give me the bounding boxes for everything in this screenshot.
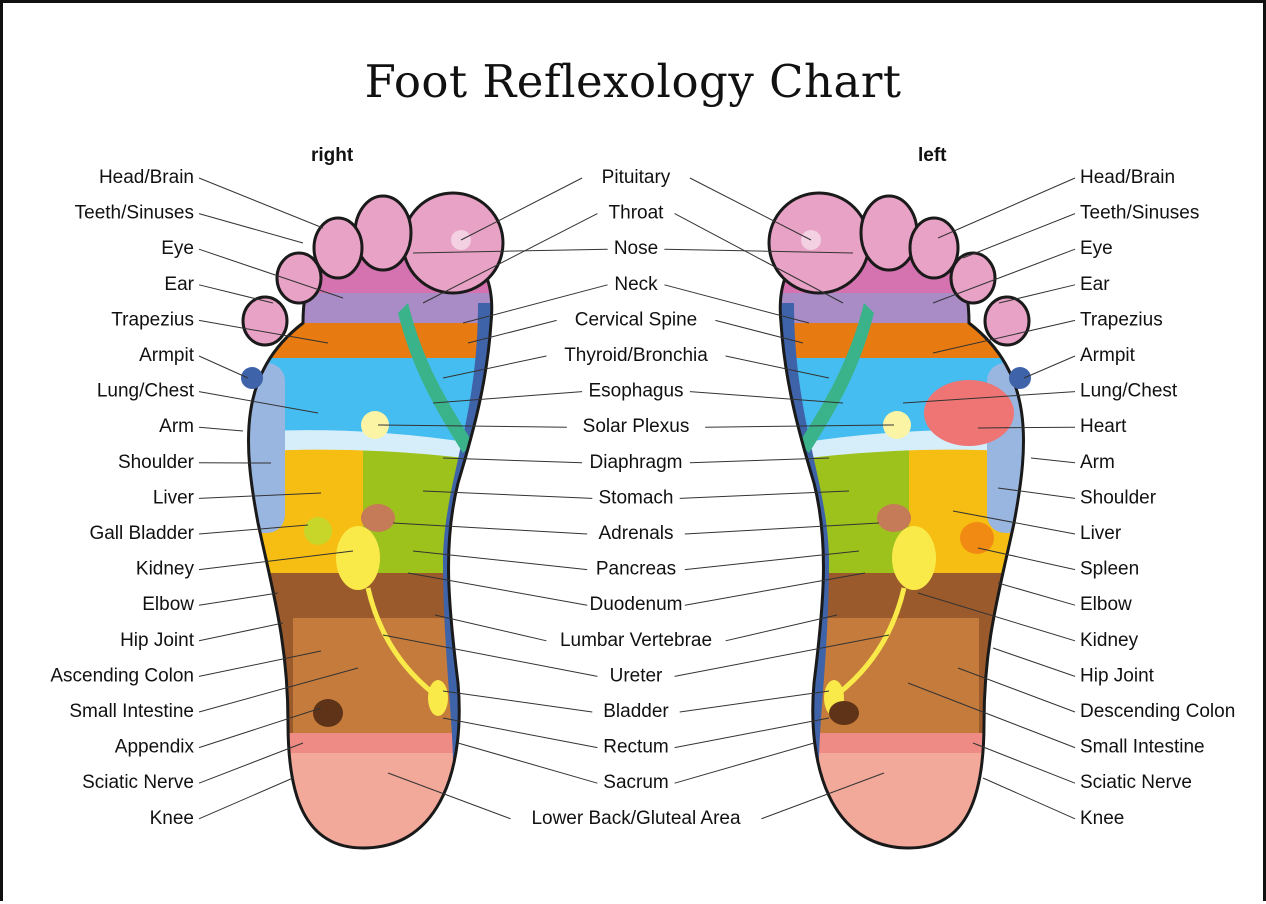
right-foot-label: Appendix (115, 737, 195, 758)
center-label: Neck (614, 274, 658, 295)
left-foot-leader (1031, 458, 1075, 463)
center-label: Solar Plexus (583, 416, 690, 437)
right-foot-label: Elbow (142, 594, 194, 615)
left-foot-leader (1024, 356, 1075, 378)
center-leader-right-foot (443, 718, 597, 748)
left-foot-label: Elbow (1080, 594, 1132, 615)
center-label: Pancreas (596, 559, 676, 580)
right-foot-label: Arm (159, 416, 194, 437)
right-foot-leader (199, 214, 303, 243)
center-label: Pituitary (602, 167, 671, 188)
right-foot-leader (199, 356, 248, 378)
left-foot-leader (963, 214, 1075, 258)
left-foot-label: Armpit (1080, 345, 1136, 366)
right-foot-label: Ear (164, 274, 194, 295)
center-leader-left-foot (675, 743, 814, 783)
left-foot-leader (999, 285, 1075, 303)
right-foot-leader (199, 623, 283, 641)
right-foot-leader (199, 178, 323, 228)
center-label: Lower Back/Gluteal Area (531, 808, 741, 829)
center-label: Throat (609, 203, 665, 224)
left-foot-label: Small Intestine (1080, 737, 1205, 758)
right-foot-leader (199, 743, 303, 783)
right-foot-leader (199, 593, 278, 605)
left-foot-label: Spleen (1080, 559, 1139, 580)
left-foot-leader (983, 778, 1075, 819)
left-foot-label: Knee (1080, 808, 1124, 829)
right-foot-label: Knee (150, 808, 194, 829)
right-foot-label: Eye (161, 238, 194, 259)
right-foot-label: Lung/Chest (97, 381, 195, 402)
center-label: Thyroid/Bronchia (564, 345, 708, 366)
right-foot-label: Head/Brain (99, 167, 194, 188)
left-foot-label: Ear (1080, 274, 1110, 295)
center-label: Nose (614, 238, 658, 259)
right-foot-label: Sciatic Nerve (82, 772, 194, 793)
center-leader-left-foot (675, 718, 829, 748)
left-foot (759, 193, 1039, 863)
left-foot-leader (993, 648, 1075, 676)
center-leader-right-foot (443, 691, 592, 712)
left-foot-label: Kidney (1080, 630, 1139, 651)
left-foot-label: Trapezius (1080, 309, 1163, 330)
center-label: Adrenals (599, 523, 674, 544)
label-layer: Head/BrainTeeth/SinusesEyeEarTrapeziusAr… (50, 167, 1235, 829)
left-foot-label: Descending Colon (1080, 701, 1235, 722)
center-label: Ureter (610, 665, 663, 686)
reflexology-diagram: Head/BrainTeeth/SinusesEyeEarTrapeziusAr… (3, 3, 1266, 904)
center-label: Stomach (599, 487, 674, 508)
right-foot-leader (199, 427, 243, 431)
center-leader-left-foot (680, 691, 829, 712)
center-label: Cervical Spine (575, 309, 698, 330)
right-foot-label: Shoulder (118, 452, 195, 473)
right-foot-label: Teeth/Sinuses (75, 203, 194, 224)
left-foot-label: Heart (1080, 416, 1127, 437)
left-foot-label: Lung/Chest (1080, 381, 1178, 402)
center-label: Rectum (603, 737, 668, 758)
right-foot-label: Small Intestine (69, 701, 194, 722)
left-foot-label: Head/Brain (1080, 167, 1175, 188)
center-label: Esophagus (588, 381, 683, 402)
left-foot-label: Shoulder (1080, 487, 1157, 508)
left-foot-label: Liver (1080, 523, 1122, 544)
right-foot-label: Hip Joint (120, 630, 195, 651)
center-label: Diaphragm (590, 452, 683, 473)
left-foot-label: Eye (1080, 238, 1113, 259)
center-label: Lumbar Vertebrae (560, 630, 712, 651)
left-foot-label: Hip Joint (1080, 665, 1155, 686)
right-foot-leader (199, 285, 273, 303)
left-foot-leader (938, 178, 1075, 238)
center-leader-right-foot (458, 743, 597, 783)
left-foot-label: Teeth/Sinuses (1080, 203, 1199, 224)
right-foot-label: Liver (153, 487, 195, 508)
center-label: Duodenum (590, 594, 683, 615)
right-foot-label: Trapezius (111, 309, 194, 330)
right-foot-label: Gall Bladder (89, 523, 194, 544)
right-foot-label: Ascending Colon (50, 665, 194, 686)
right-foot-label: Armpit (139, 345, 195, 366)
left-foot-label: Arm (1080, 452, 1115, 473)
left-foot-label: Sciatic Nerve (1080, 772, 1192, 793)
right-foot-label: Kidney (136, 559, 195, 580)
left-foot-leader (998, 583, 1075, 605)
left-foot-leader (973, 743, 1075, 783)
right-foot-leader (199, 778, 293, 819)
center-label: Sacrum (603, 772, 668, 793)
center-label: Bladder (603, 701, 669, 722)
